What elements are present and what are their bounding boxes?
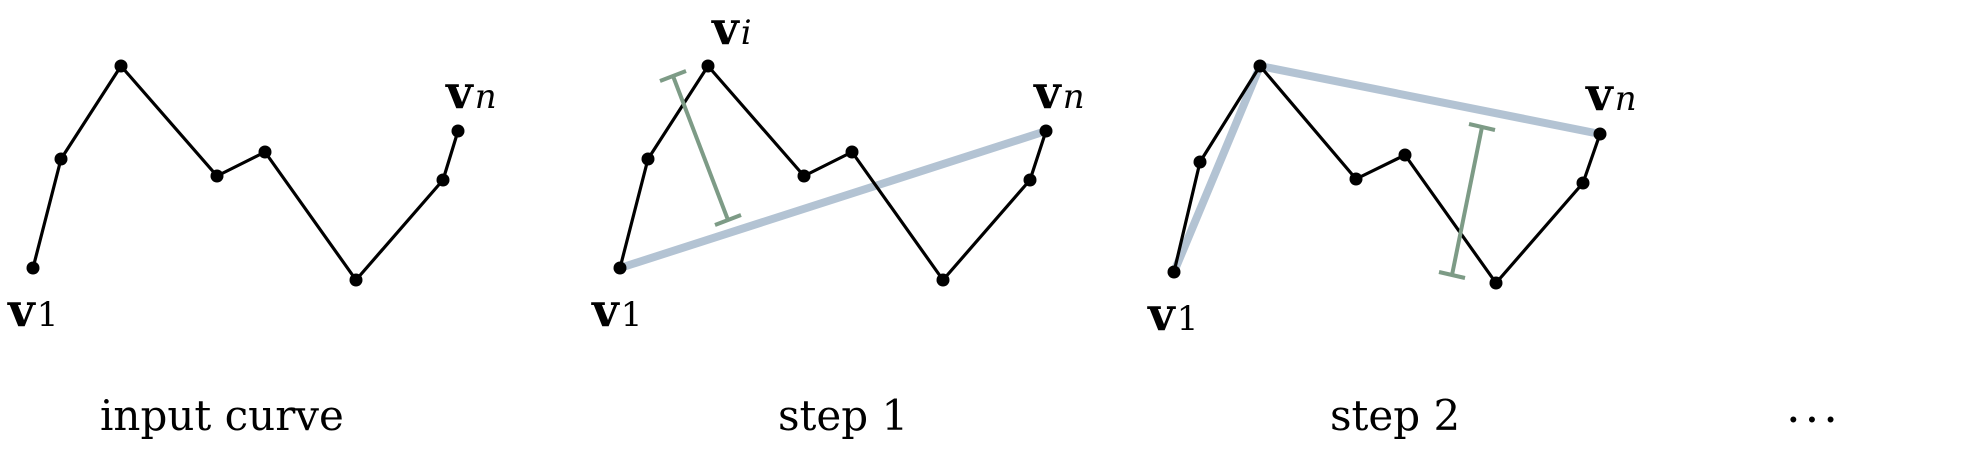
- vertex: [1593, 127, 1607, 141]
- vertex: [258, 145, 272, 159]
- vertex: [936, 273, 950, 287]
- vertex: [451, 124, 465, 138]
- distance-line: [1450, 126, 1484, 276]
- label-v1: v1: [1147, 287, 1198, 341]
- vertex: [114, 59, 128, 73]
- max-distance-marker: [1438, 122, 1496, 280]
- distance-cap-bottom: [1438, 270, 1466, 280]
- vertex: [349, 273, 363, 287]
- curve-vertices: [26, 59, 465, 287]
- ellipsis: ...: [1786, 379, 1842, 433]
- vertex: [26, 261, 40, 275]
- vertex: [1489, 276, 1503, 290]
- vertex: [1576, 176, 1590, 190]
- vertex: [797, 169, 811, 183]
- label-v1: v1: [7, 283, 58, 337]
- polyline-curve: [1172, 64, 1602, 285]
- vertex: [641, 152, 655, 166]
- curve-vertices: [1167, 59, 1607, 290]
- polyline-curve: [31, 64, 460, 282]
- label-vi: vi: [711, 1, 752, 55]
- distance-cap-top: [659, 69, 687, 83]
- vertex: [1039, 124, 1053, 138]
- vertex: [210, 169, 224, 183]
- panel-step-2: v1 vn step 2: [1147, 59, 1637, 440]
- vertex: [1023, 173, 1037, 187]
- panel-input-curve: v1 vn input curve: [7, 59, 497, 440]
- polyline-curve: [618, 64, 1048, 282]
- vertex: [845, 145, 859, 159]
- distance-cap-bottom: [714, 213, 742, 227]
- vertex: [1398, 148, 1412, 162]
- distance-cap-top: [1468, 122, 1496, 132]
- vertex: [1193, 155, 1207, 169]
- vertex: [1349, 172, 1363, 186]
- chord-v1-vn: [616, 127, 1050, 272]
- max-distance-marker: [659, 69, 742, 227]
- vertex: [701, 59, 715, 73]
- vertex: [613, 261, 627, 275]
- label-vn: vn: [445, 65, 497, 119]
- label-vn: vn: [1033, 65, 1085, 119]
- caption-input-curve: input curve: [100, 391, 344, 440]
- label-vn: vn: [1585, 67, 1637, 121]
- chord-vi-vn: [1256, 62, 1604, 138]
- caption-step-2: step 2: [1330, 391, 1460, 440]
- vertex: [436, 173, 450, 187]
- vertex: [1253, 59, 1267, 73]
- caption-step-1: step 1: [778, 391, 908, 440]
- vertex: [1167, 265, 1181, 279]
- curve-vertices: [613, 59, 1053, 287]
- panel-step-1: v1 vi vn step 1: [591, 1, 1085, 440]
- label-v1: v1: [591, 283, 642, 337]
- vertex: [54, 152, 68, 166]
- distance-line: [671, 75, 730, 221]
- chord-v1-vi: [1170, 62, 1264, 276]
